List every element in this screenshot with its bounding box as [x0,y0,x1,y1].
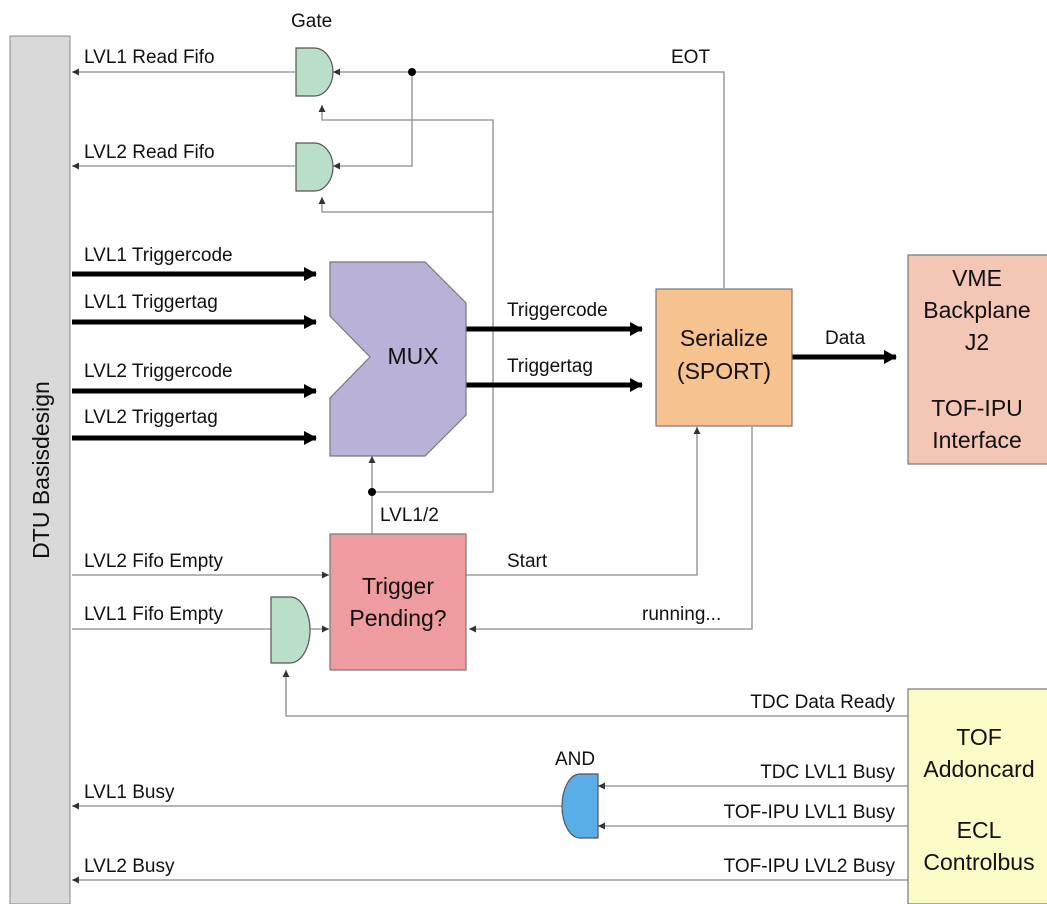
running-line [469,427,753,633]
sidebar-dtu-basisdesign [9,35,71,904]
tofipu-lvl1-busy-label: TOF-IPU LVL1 Busy [724,802,896,823]
lvl1-fifo-empty-label: LVL1 Fifo Empty [84,604,224,625]
tof-label-1: TOF [956,724,1002,750]
eot-branch-line [333,72,413,170]
sidebar-label: DTU Basisdesign [28,381,54,559]
lvl1-read-gate-shape [295,47,334,97]
start-label: Start [507,551,548,572]
vme-label-5: Interface [932,427,1022,453]
lvl1-busy-label: LVL1 Busy [84,782,175,803]
trigger-pending-block [329,533,467,671]
vme-label-2: Backplane [923,297,1030,323]
busy-and-gate-shape [561,773,599,839]
lvl2-read-gate-shape [295,142,334,192]
trigger-label-1: Trigger [362,573,434,599]
start-line [466,427,701,576]
select-feedback-line [318,105,494,493]
eot-junction [408,68,416,76]
tof-label-2: Addoncard [923,756,1034,782]
lvl1-fifo-empty-gate-shape [270,596,311,664]
lvl2-read-fifo-label: LVL2 Read Fifo [84,142,215,163]
vme-block [907,254,1047,465]
lvl2-fifo-empty-label: LVL2 Fifo Empty [84,551,224,572]
lvl1-triggertag-label: LVL1 Triggertag [84,292,218,313]
lvl12-label: LVL1/2 [380,505,439,526]
serialize-block [655,288,793,427]
select-feedback-line-2 [318,197,493,213]
data-label: Data [825,328,866,349]
tdc-data-ready-line [282,670,908,717]
and-gate-label: AND [555,749,595,770]
tdc-lvl1-busy-label: TDC LVL1 Busy [760,762,895,783]
triggertag-label: Triggertag [507,356,593,377]
vme-label-4: TOF-IPU [931,395,1023,421]
lvl2-triggercode-label: LVL2 Triggercode [84,361,233,382]
mux-block [329,261,467,457]
lvl2-triggertag-label: LVL2 Triggertag [84,407,218,428]
tofipu-lvl2-busy-label: TOF-IPU LVL2 Busy [724,856,896,877]
running-label: running... [642,604,721,625]
serialize-label-2: (SPORT) [677,358,771,384]
gate-label: Gate [291,11,332,32]
tof-block [907,688,1047,904]
serialize-label-1: Serialize [680,325,768,351]
vme-label-3: J2 [965,329,989,355]
lvl12-junction [368,488,376,496]
lvl1-read-fifo-label: LVL1 Read Fifo [84,47,215,68]
lvl1-triggercode-label: LVL1 Triggercode [84,245,233,266]
mux-label: MUX [387,343,438,369]
triggercode-label: Triggercode [507,300,608,321]
eot-label: EOT [671,47,710,68]
vme-label-1: VME [952,265,1002,291]
lvl2-busy-label: LVL2 Busy [84,856,175,877]
eot-line [333,68,725,288]
tof-label-3: ECL [957,817,1002,843]
tof-label-4: Controlbus [923,849,1034,875]
tdc-data-ready-label: TDC Data Ready [750,692,895,713]
trigger-label-2: Pending? [349,605,446,631]
